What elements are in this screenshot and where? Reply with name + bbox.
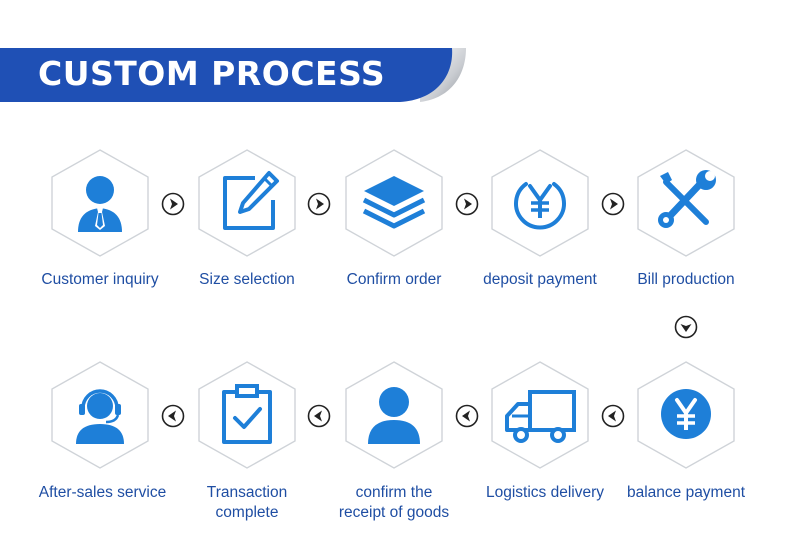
headset-agent-icon [76,389,124,444]
chevron-right-icon [601,192,625,216]
step-label-customer-inquiry: Customer inquiry [41,271,159,288]
step-label-line1: confirm the [355,484,433,501]
hexagon-frame [491,361,589,469]
step-customer-inquiry [50,148,150,258]
yen-circle-icon [514,182,566,230]
step-label-logistics-delivery: Logistics delivery [485,484,605,501]
step-transaction-complete [197,360,297,470]
step-label-balance-payment: balance payment [626,484,746,501]
chevron-left-icon [161,404,185,428]
chevron-down-icon [674,315,698,339]
step-label-line1: Transaction [206,484,288,501]
chevron-left-icon [601,404,625,428]
step-label-after-sales-service: After-sales service [38,484,167,501]
page-title: CUSTOM PROCESS [38,54,386,93]
yen-solid-circle-icon [661,389,711,439]
pencil-edit-icon [223,171,279,230]
step-label-line2: receipt of goods [338,504,450,521]
step-label-size-selection: Size selection [199,271,295,288]
step-logistics-delivery [490,360,590,470]
step-balance-payment [636,360,736,470]
step-label-line2: complete [215,504,279,521]
step-deposit-payment [490,148,590,258]
delivery-truck-icon [505,390,576,443]
step-label-deposit-payment: deposit payment [483,271,597,288]
clipboard-check-icon [222,384,272,444]
step-label-confirm-receipt: confirm the receipt of goods [319,483,469,523]
person-icon [368,387,420,444]
wrench-screwdriver-icon [658,170,716,228]
step-label-transaction-complete: Transaction complete [172,483,322,523]
chevron-left-icon [455,404,479,428]
step-confirm-receipt [344,360,444,470]
chevron-right-icon [307,192,331,216]
step-size-selection [197,148,297,258]
step-label-confirm-order: Confirm order [346,271,442,288]
chevron-left-icon [307,404,331,428]
step-after-sales-service [50,360,150,470]
header-banner: CUSTOM PROCESS [0,46,470,104]
step-confirm-order [344,148,444,258]
chevron-right-icon [161,192,185,216]
step-bill-production [636,148,736,258]
chevron-right-icon [455,192,479,216]
person-with-tie-icon [78,176,122,232]
stacked-layers-icon [362,176,426,229]
step-label-bill-production: Bill production [637,271,735,288]
